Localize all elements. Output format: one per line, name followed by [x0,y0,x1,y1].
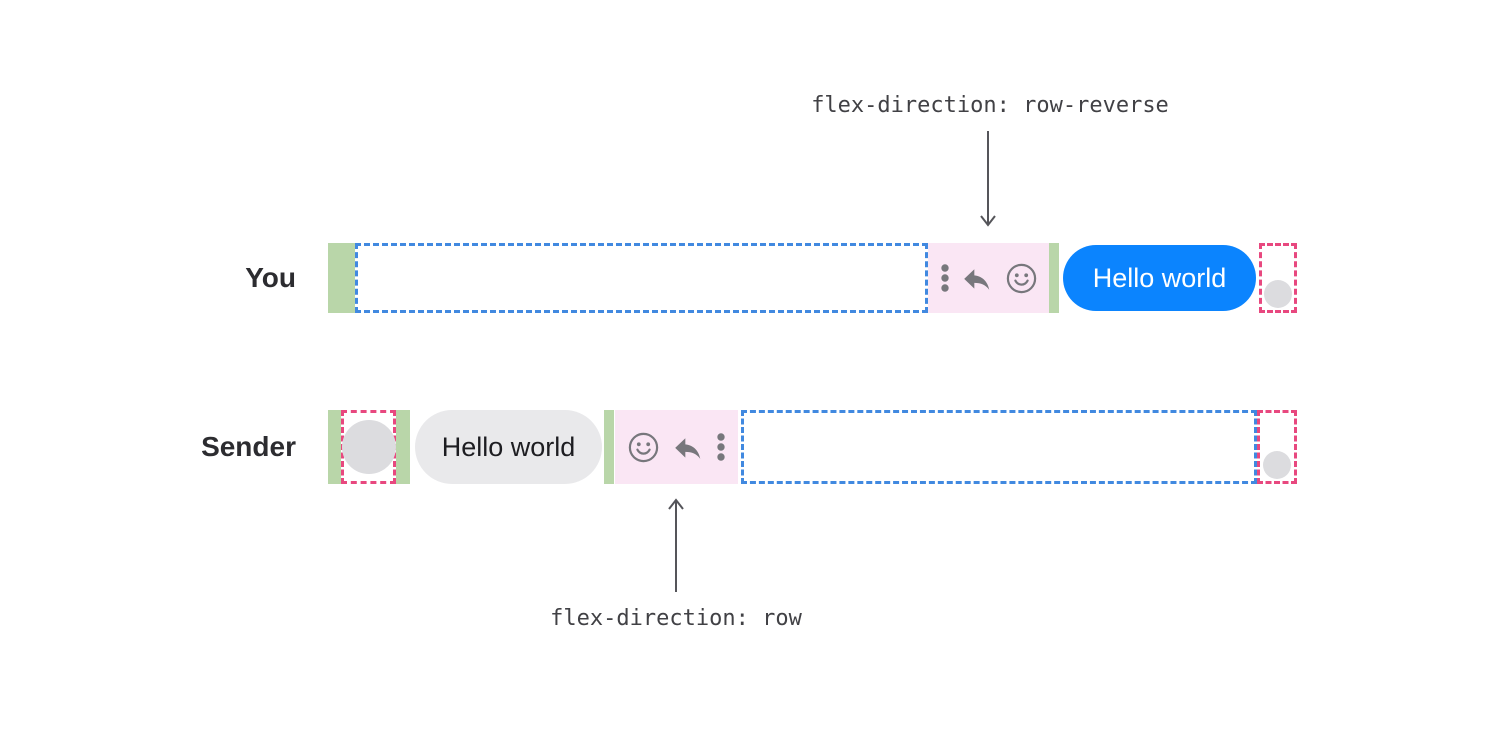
flex-gap-indicator [328,243,355,313]
chat-row-sender: Hello world [328,410,1297,484]
message-actions-sender [615,410,738,484]
avatar-outline-sender-end [1257,410,1297,484]
smiley-icon[interactable] [628,432,659,463]
kebab-menu-icon[interactable] [940,264,949,292]
row-label-sender: Sender [201,431,296,462]
flex-gap-indicator [328,410,341,484]
avatar-outline-sender [341,410,396,484]
message-bubble-you: Hello world [1063,245,1256,311]
flex-gap-indicator [1049,243,1059,313]
message-actions-you [928,243,1049,313]
smiley-icon[interactable] [1006,263,1037,294]
avatar-outline-you [1259,243,1297,313]
message-bubble-sender: Hello world [415,410,602,484]
avatar [1264,280,1292,308]
avatar [1263,451,1291,479]
kebab-menu-icon[interactable] [717,433,725,461]
flex-gap-indicator [604,410,614,484]
annotation-row-reverse: flex-direction: row-reverse [811,93,1169,118]
avatar [341,420,396,474]
row-label-you: You [245,262,296,293]
flex-spacer-outline [741,410,1257,484]
chat-row-you: Hello world [328,243,1297,313]
reply-icon[interactable] [672,432,704,462]
annotation-row: flex-direction: row [550,606,802,631]
flex-gap-indicator [396,410,410,484]
down-arrow-icon [980,131,996,227]
reply-icon[interactable] [961,263,993,293]
up-arrow-icon [668,498,684,592]
flex-spacer-outline [355,243,928,313]
